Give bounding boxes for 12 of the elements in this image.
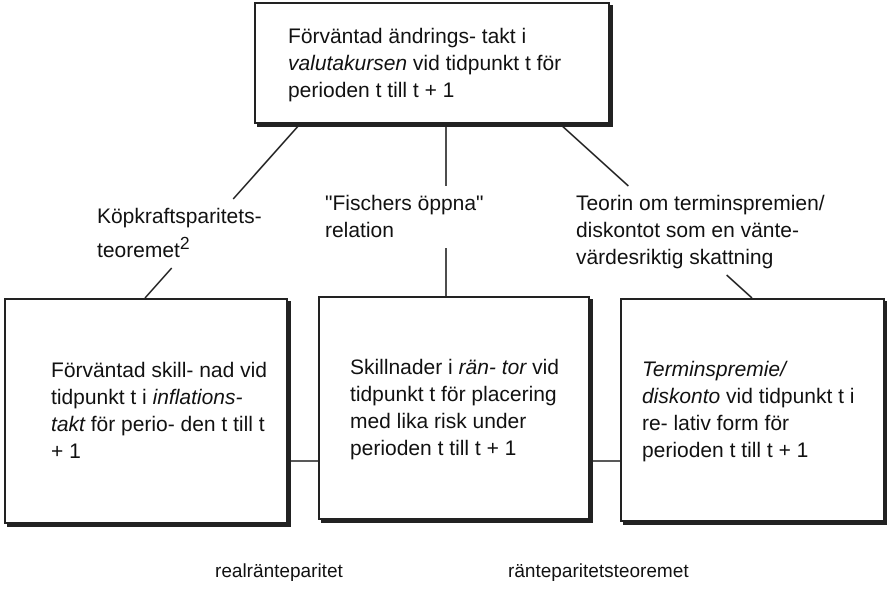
- box-text: Förväntad skill- nad vid tidpunkt t i inflations- takt för perio- den t till t + 1: [51, 358, 268, 465]
- text-box: [620, 298, 885, 522]
- relation-label: ränteparitetsteoremet: [508, 560, 689, 584]
- relation-label: realränteparitet: [215, 560, 343, 584]
- box-text: Förväntad ändrings- takt i valutakursen vid tidpunkt t för perioden t till t + 1: [288, 24, 562, 104]
- text-box: [318, 296, 590, 520]
- connector-line: [593, 460, 620, 462]
- box-text: Terminspremie/ diskonto vid tidpunkt t i re- lativ form för perioden t till t + 1: [642, 357, 856, 464]
- box-text: Skillnader i rän- tor vid tidpunkt t för placering med lika risk under perioden t till t + 1: [350, 355, 560, 462]
- text-box: [4, 298, 288, 524]
- connector-line: [291, 460, 318, 462]
- text-box: [254, 2, 610, 124]
